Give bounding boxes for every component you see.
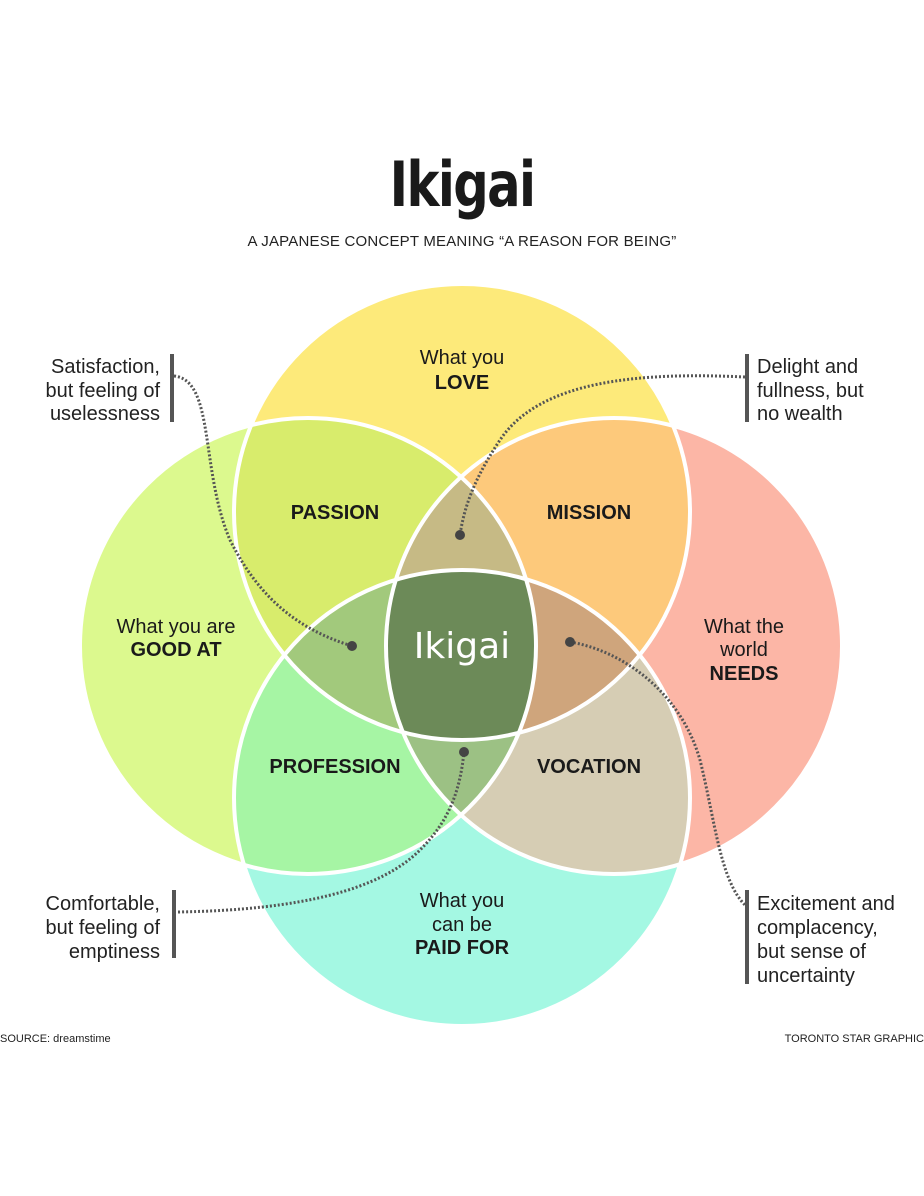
bracket-bottom-right [745,890,749,984]
bracket-bottom-left [172,890,176,958]
needs-label-line2: world [719,639,768,661]
note-bottom-right-line2: complacency, [757,917,878,939]
note-top-right-line3: no wealth [757,403,843,425]
bracket-top-left [170,354,174,422]
connector-top-left [173,374,353,648]
note-top-left-line3: uselessness [50,403,160,425]
page-subtitle: A JAPANESE CONCEPT MEANING “A REASON FOR… [247,233,677,250]
dot-bottom-triple [459,747,469,757]
dot-left-triple [347,641,357,651]
connector-bottom-right [569,640,747,907]
page-title: Ikigai [389,148,536,221]
note-top-right-line1: Delight and [757,356,858,378]
note-bottom-right-line1: Excitement and [757,893,895,915]
note-bottom-right-line4: uncertainty [757,965,855,987]
paid-label-line1: What you [420,890,504,912]
note-bottom-left-line2: but feeling of [45,917,160,939]
good-at-label-emph: GOOD AT [130,639,221,661]
center-ikigai-label: Ikigai [414,626,510,667]
needs-label-emph: NEEDS [710,663,779,685]
good-at-label-line1: What you are [117,616,236,638]
note-bottom-right-line3: but sense of [757,941,866,963]
note-top-right-line2: fullness, but [757,380,864,402]
overlap-right-triple [386,570,690,740]
paid-label-emph: PAID FOR [415,937,510,959]
note-top-left-line1: Satisfaction, [51,356,160,378]
dot-right-triple [565,637,575,647]
love-label-line1: What you [420,347,504,369]
note-top-left-line2: but feeling of [45,380,160,402]
overlap-bottom-triple [386,570,536,874]
bracket-top-right [745,354,749,422]
love-label-emph: LOVE [435,372,489,394]
graphic-credit: TORONTO STAR GRAPHIC [784,1033,924,1045]
passion-label: PASSION [291,502,380,524]
note-bottom-left-line1: Comfortable, [46,893,161,915]
overlap-top-triple [386,418,536,740]
note-bottom-left-line3: emptiness [69,941,160,963]
paid-label-line2: can be [432,914,492,936]
connector-bottom-left [177,751,466,914]
connector-top-right [458,374,746,536]
vocation-label: VOCATION [537,756,641,778]
mission-label: MISSION [547,502,631,524]
source-credit: SOURCE: dreamstime [0,1033,111,1045]
overlap-left-triple [234,570,536,740]
dot-top-triple [455,530,465,540]
needs-label-line1: What the [704,616,784,638]
center-ikigai-fill [386,570,536,740]
profession-label: PROFESSION [269,756,400,778]
